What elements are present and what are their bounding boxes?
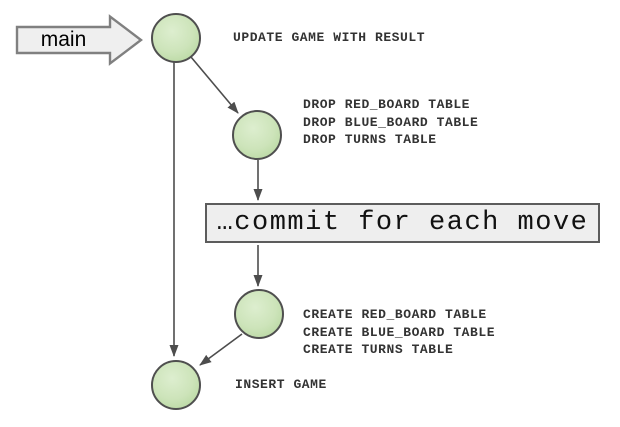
insert-step-label: INSERT GAME <box>235 377 327 392</box>
drop-step-line-3: DROP TURNS TABLE <box>303 132 437 147</box>
node-insert <box>151 360 201 410</box>
update-step-label: UPDATE GAME WITH RESULT <box>233 30 426 45</box>
entry-arrow-shape <box>15 14 143 66</box>
node-drop <box>232 110 282 160</box>
drop-step-label: DROP RED_BOARD TABLE DROP BLUE_BOARD TAB… <box>303 96 478 149</box>
create-step-line-1: CREATE RED_BOARD TABLE <box>303 307 487 322</box>
node-update <box>151 13 201 63</box>
create-step-line-3: CREATE TURNS TABLE <box>303 342 454 357</box>
edge-update-to-drop <box>190 56 239 114</box>
edge-create-to-insert <box>199 333 243 366</box>
commit-note-label: …commit for each move <box>216 208 589 238</box>
create-step-label: CREATE RED_BOARD TABLE CREATE BLUE_BOARD… <box>303 306 495 359</box>
entry-arrow-label: main <box>40 28 87 51</box>
drop-step-line-2: DROP BLUE_BOARD TABLE <box>303 114 479 130</box>
drop-step-line-1: DROP RED_BOARD TABLE <box>303 97 471 112</box>
node-create <box>234 289 284 339</box>
create-step-line-2: CREATE BLUE_BOARD TABLE <box>303 324 496 340</box>
commit-note-box: …commit for each move <box>205 203 600 243</box>
